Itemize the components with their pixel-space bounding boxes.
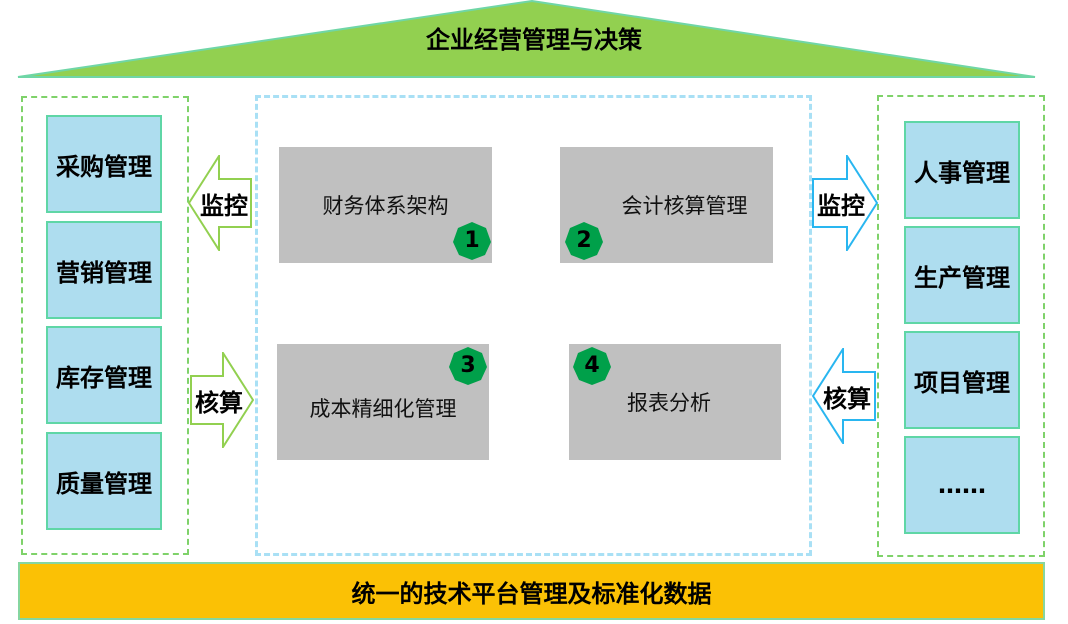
core-accounting-label: 会计核算管理 [621, 194, 748, 218]
arrow-left-accounting-label: 核算 [823, 384, 871, 413]
module-marketing: 营销管理 [46, 221, 162, 319]
arrow-left-monitor: 监控 [188, 155, 252, 251]
module-procurement: 采购管理 [46, 115, 162, 213]
badge-4: 4 [572, 346, 612, 386]
core-module-group [255, 95, 812, 556]
module-hr: 人事管理 [904, 121, 1020, 219]
badge-2: 2 [564, 221, 604, 261]
arrow-right-accounting-label: 核算 [195, 388, 243, 417]
core-report-analysis-label: 报表分析 [627, 391, 711, 415]
roof-title: 企业经营管理与决策 [426, 26, 642, 54]
module-project: 项目管理 [904, 331, 1020, 429]
module-production: 生产管理 [904, 226, 1020, 324]
badge-3: 3 [448, 346, 488, 386]
right-module-group [877, 95, 1045, 557]
module-more: …… [904, 436, 1020, 534]
arrow-left-monitor-label: 监控 [200, 191, 248, 220]
arrow-right-monitor-label: 监控 [817, 191, 865, 220]
module-inventory: 库存管理 [46, 326, 162, 424]
left-module-group [21, 96, 189, 555]
core-cost-management-label: 成本精细化管理 [309, 397, 457, 421]
arrow-right-accounting: 核算 [190, 352, 254, 448]
arrow-right-monitor: 监控 [812, 155, 878, 251]
platform-base: 统一的技术平台管理及标准化数据 [18, 562, 1045, 620]
arrow-left-accounting: 核算 [812, 348, 876, 444]
left-pointing-arrow-icon [812, 348, 876, 444]
core-finance-architecture-label: 财务体系架构 [322, 194, 449, 218]
left-pointing-arrow-icon [188, 155, 252, 251]
roof-shape [17, 0, 1036, 78]
right-pointing-arrow-icon [190, 352, 254, 448]
right-pointing-arrow-icon [812, 155, 878, 251]
badge-1: 1 [452, 221, 492, 261]
module-quality: 质量管理 [46, 432, 162, 530]
